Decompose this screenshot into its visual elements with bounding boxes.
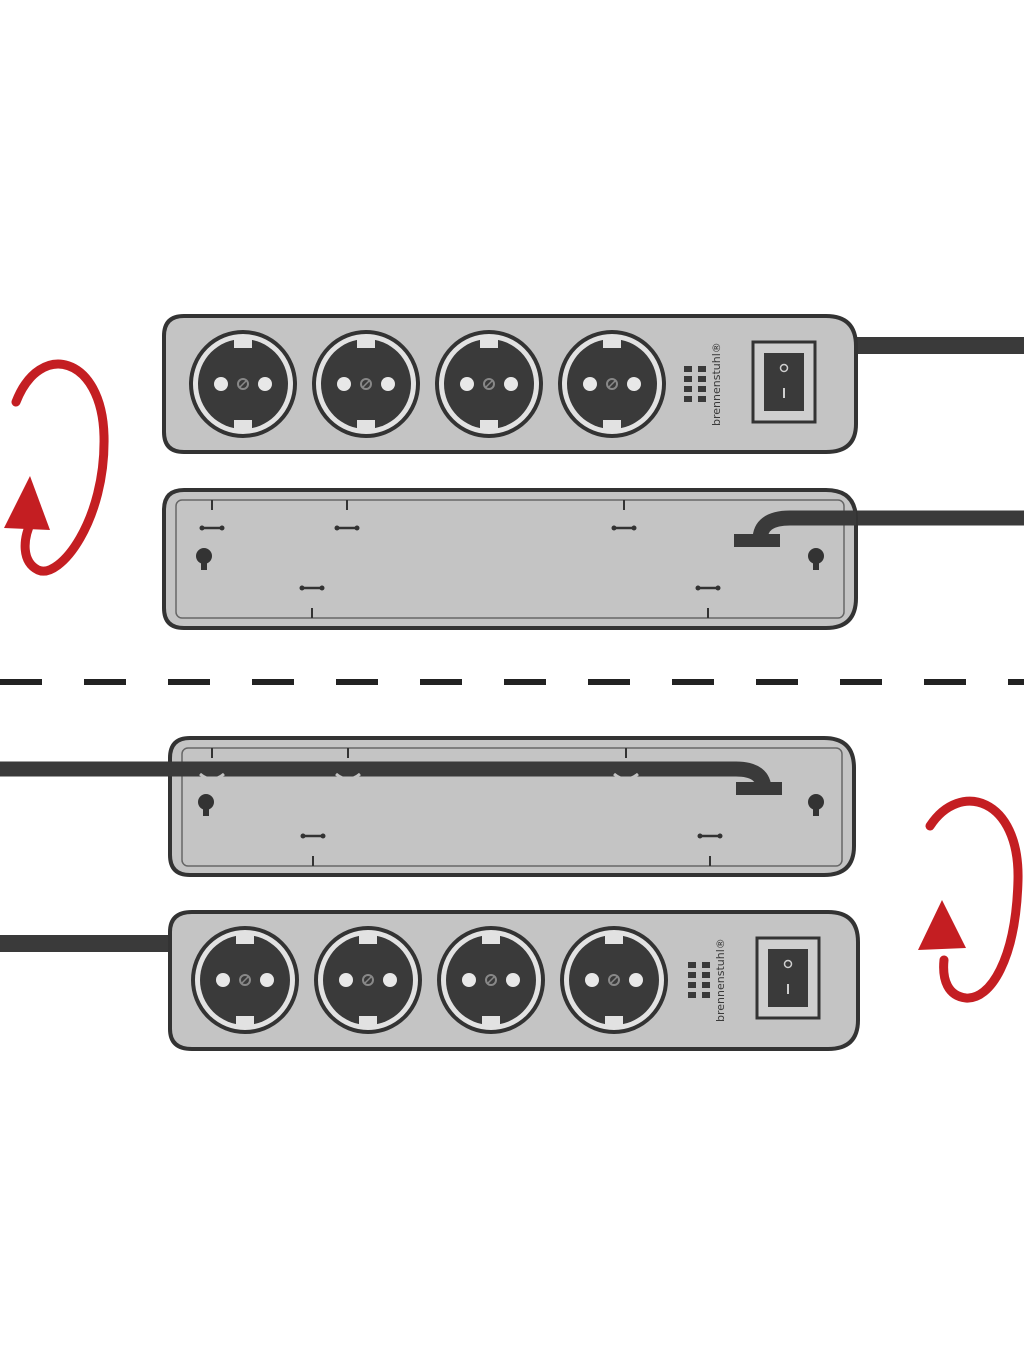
power-switch [755, 936, 821, 1020]
socket-4 [560, 926, 668, 1034]
socket-2 [312, 330, 420, 438]
brand-label: brennenstuhl® [714, 938, 727, 1022]
socket-2 [314, 926, 422, 1034]
socket-1 [189, 330, 297, 438]
bottom-front-strip: brennenstuhl® [168, 910, 860, 1051]
socket-3 [437, 926, 545, 1034]
socket-4 [558, 330, 666, 438]
brand-logo [684, 366, 706, 402]
top-front-cable [848, 337, 1024, 354]
power-switch [751, 340, 817, 424]
cable-clips [199, 772, 639, 781]
top-section: brennenstuhl® [4, 314, 1024, 630]
rotate-arrow-left-icon [4, 359, 109, 576]
bottom-front-cable [0, 935, 172, 952]
bottom-back-strip [168, 736, 856, 877]
rotate-arrow-right-icon [918, 796, 1023, 1003]
top-back-strip [162, 488, 858, 630]
brand-logo [688, 962, 710, 998]
bottom-back-cable [0, 761, 772, 791]
bottom-section: brennenstuhl® [0, 736, 1023, 1051]
socket-3 [435, 330, 543, 438]
brand-label: brennenstuhl® [710, 342, 723, 426]
socket-1 [191, 926, 299, 1034]
top-front-strip: brennenstuhl® [162, 314, 858, 454]
